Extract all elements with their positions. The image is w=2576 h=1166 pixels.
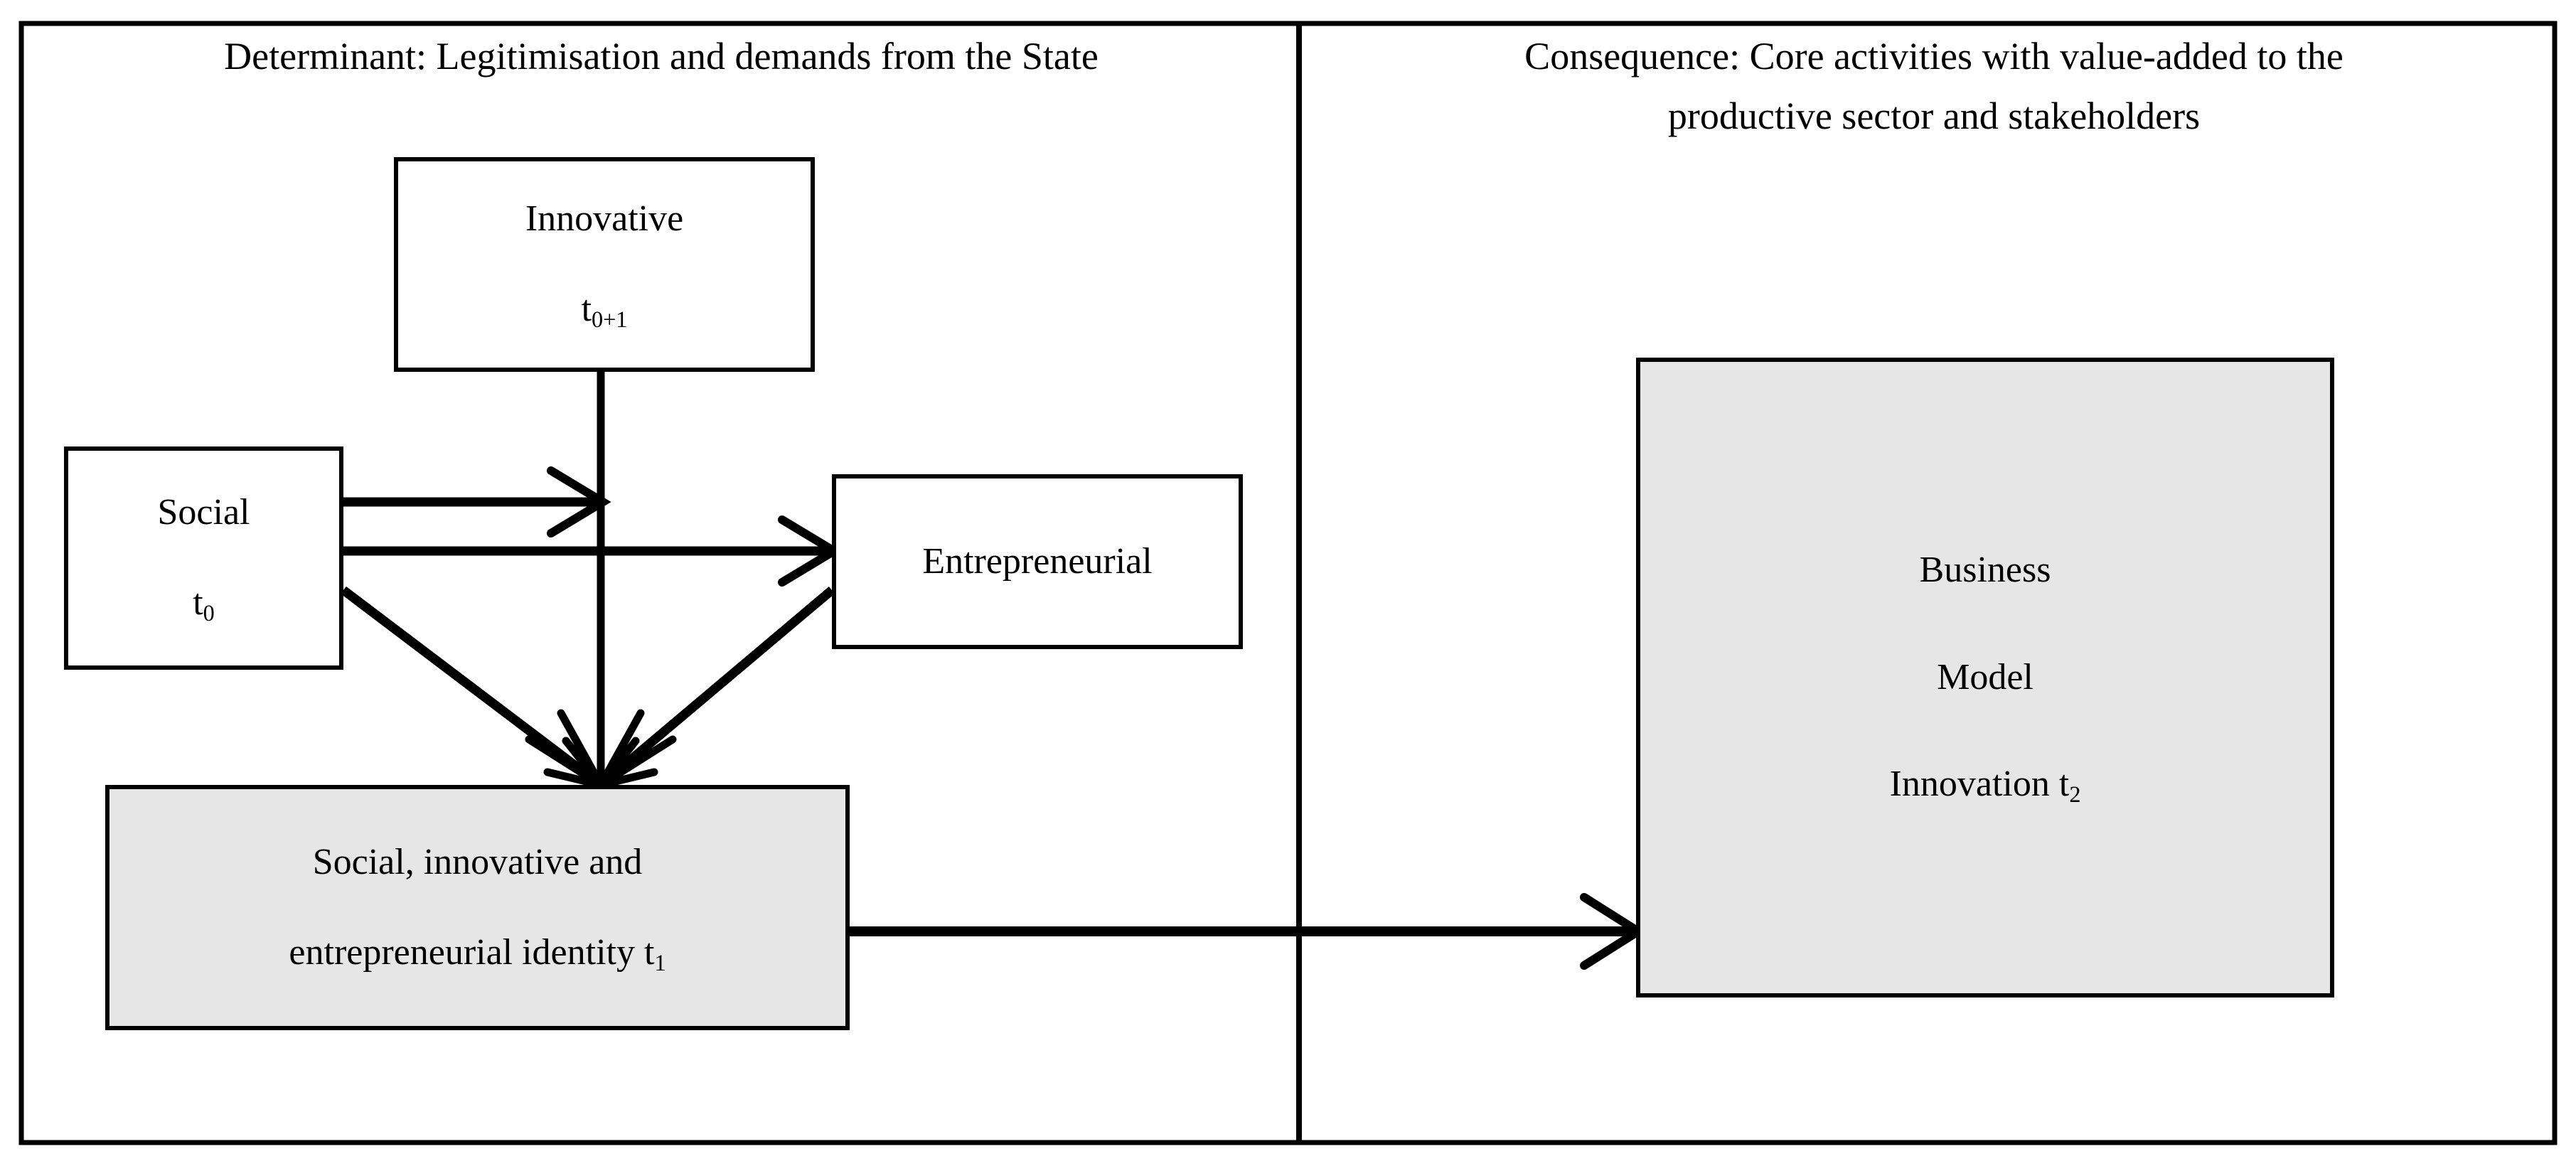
edge-innovative-to-identity-arrowhead <box>562 737 640 791</box>
node-innovative[interactable]: Innovative t0+1 <box>394 157 815 372</box>
node-innovative-time-sub: 0+1 <box>592 306 628 333</box>
left-panel-title: Determinant: Legitimisation and demands … <box>224 35 1099 77</box>
node-social-time: t0 <box>193 568 215 638</box>
right-panel-title: Consequence: Core activities with value-… <box>1524 35 2343 137</box>
edge-social-to-entrepreneurial-arrowhead <box>778 515 843 587</box>
node-innovative-time: t0+1 <box>582 274 628 345</box>
edge-social-to-identity-line <box>341 586 604 789</box>
edge-convergence-tick-right <box>597 768 658 789</box>
node-entrepreneurial[interactable]: Entrepreneurial <box>832 474 1243 649</box>
edge-identity-to-bmi-arrowhead <box>1580 893 1647 970</box>
node-bmi-label-line2: Model <box>1937 656 2033 697</box>
node-bmi-label-line3: Innovation t2 <box>1890 749 2081 820</box>
node-identity[interactable]: Social, innovative and entrepreneurial i… <box>105 785 850 1030</box>
node-identity-label-line1: Social, innovative and <box>312 841 643 882</box>
node-bmi-time-sub: 2 <box>2069 781 2081 808</box>
node-bmi-label-line3-base: Innovation t <box>1889 764 2070 805</box>
edge-social-to-innovative-arrowhead <box>547 466 611 537</box>
edge-entrepreneurial-to-identity-line <box>597 587 835 788</box>
node-business-model-innovation[interactable]: Business Model Innovation t2 <box>1636 358 2334 997</box>
edge-entrepreneurial-to-identity-arrowhead <box>597 709 677 788</box>
node-identity-label-line2-base: entrepreneurial identity t <box>289 931 655 973</box>
node-social-time-base: t <box>193 582 203 623</box>
node-social-time-sub: 0 <box>203 600 215 626</box>
node-social-label: Social <box>157 492 250 533</box>
node-entrepreneurial-label: Entrepreneurial <box>922 540 1153 582</box>
node-social[interactable]: Social t0 <box>64 446 343 670</box>
node-identity-time-sub: 1 <box>654 949 666 975</box>
node-bmi-label-line1: Business <box>1919 549 2051 590</box>
node-innovative-time-base: t <box>581 289 592 329</box>
node-identity-label-line2: entrepreneurial identity t1 <box>289 918 666 988</box>
edge-convergence-tick-left <box>543 768 605 789</box>
edge-social-to-identity-arrowhead <box>525 709 604 788</box>
node-innovative-label: Innovative <box>525 198 684 240</box>
